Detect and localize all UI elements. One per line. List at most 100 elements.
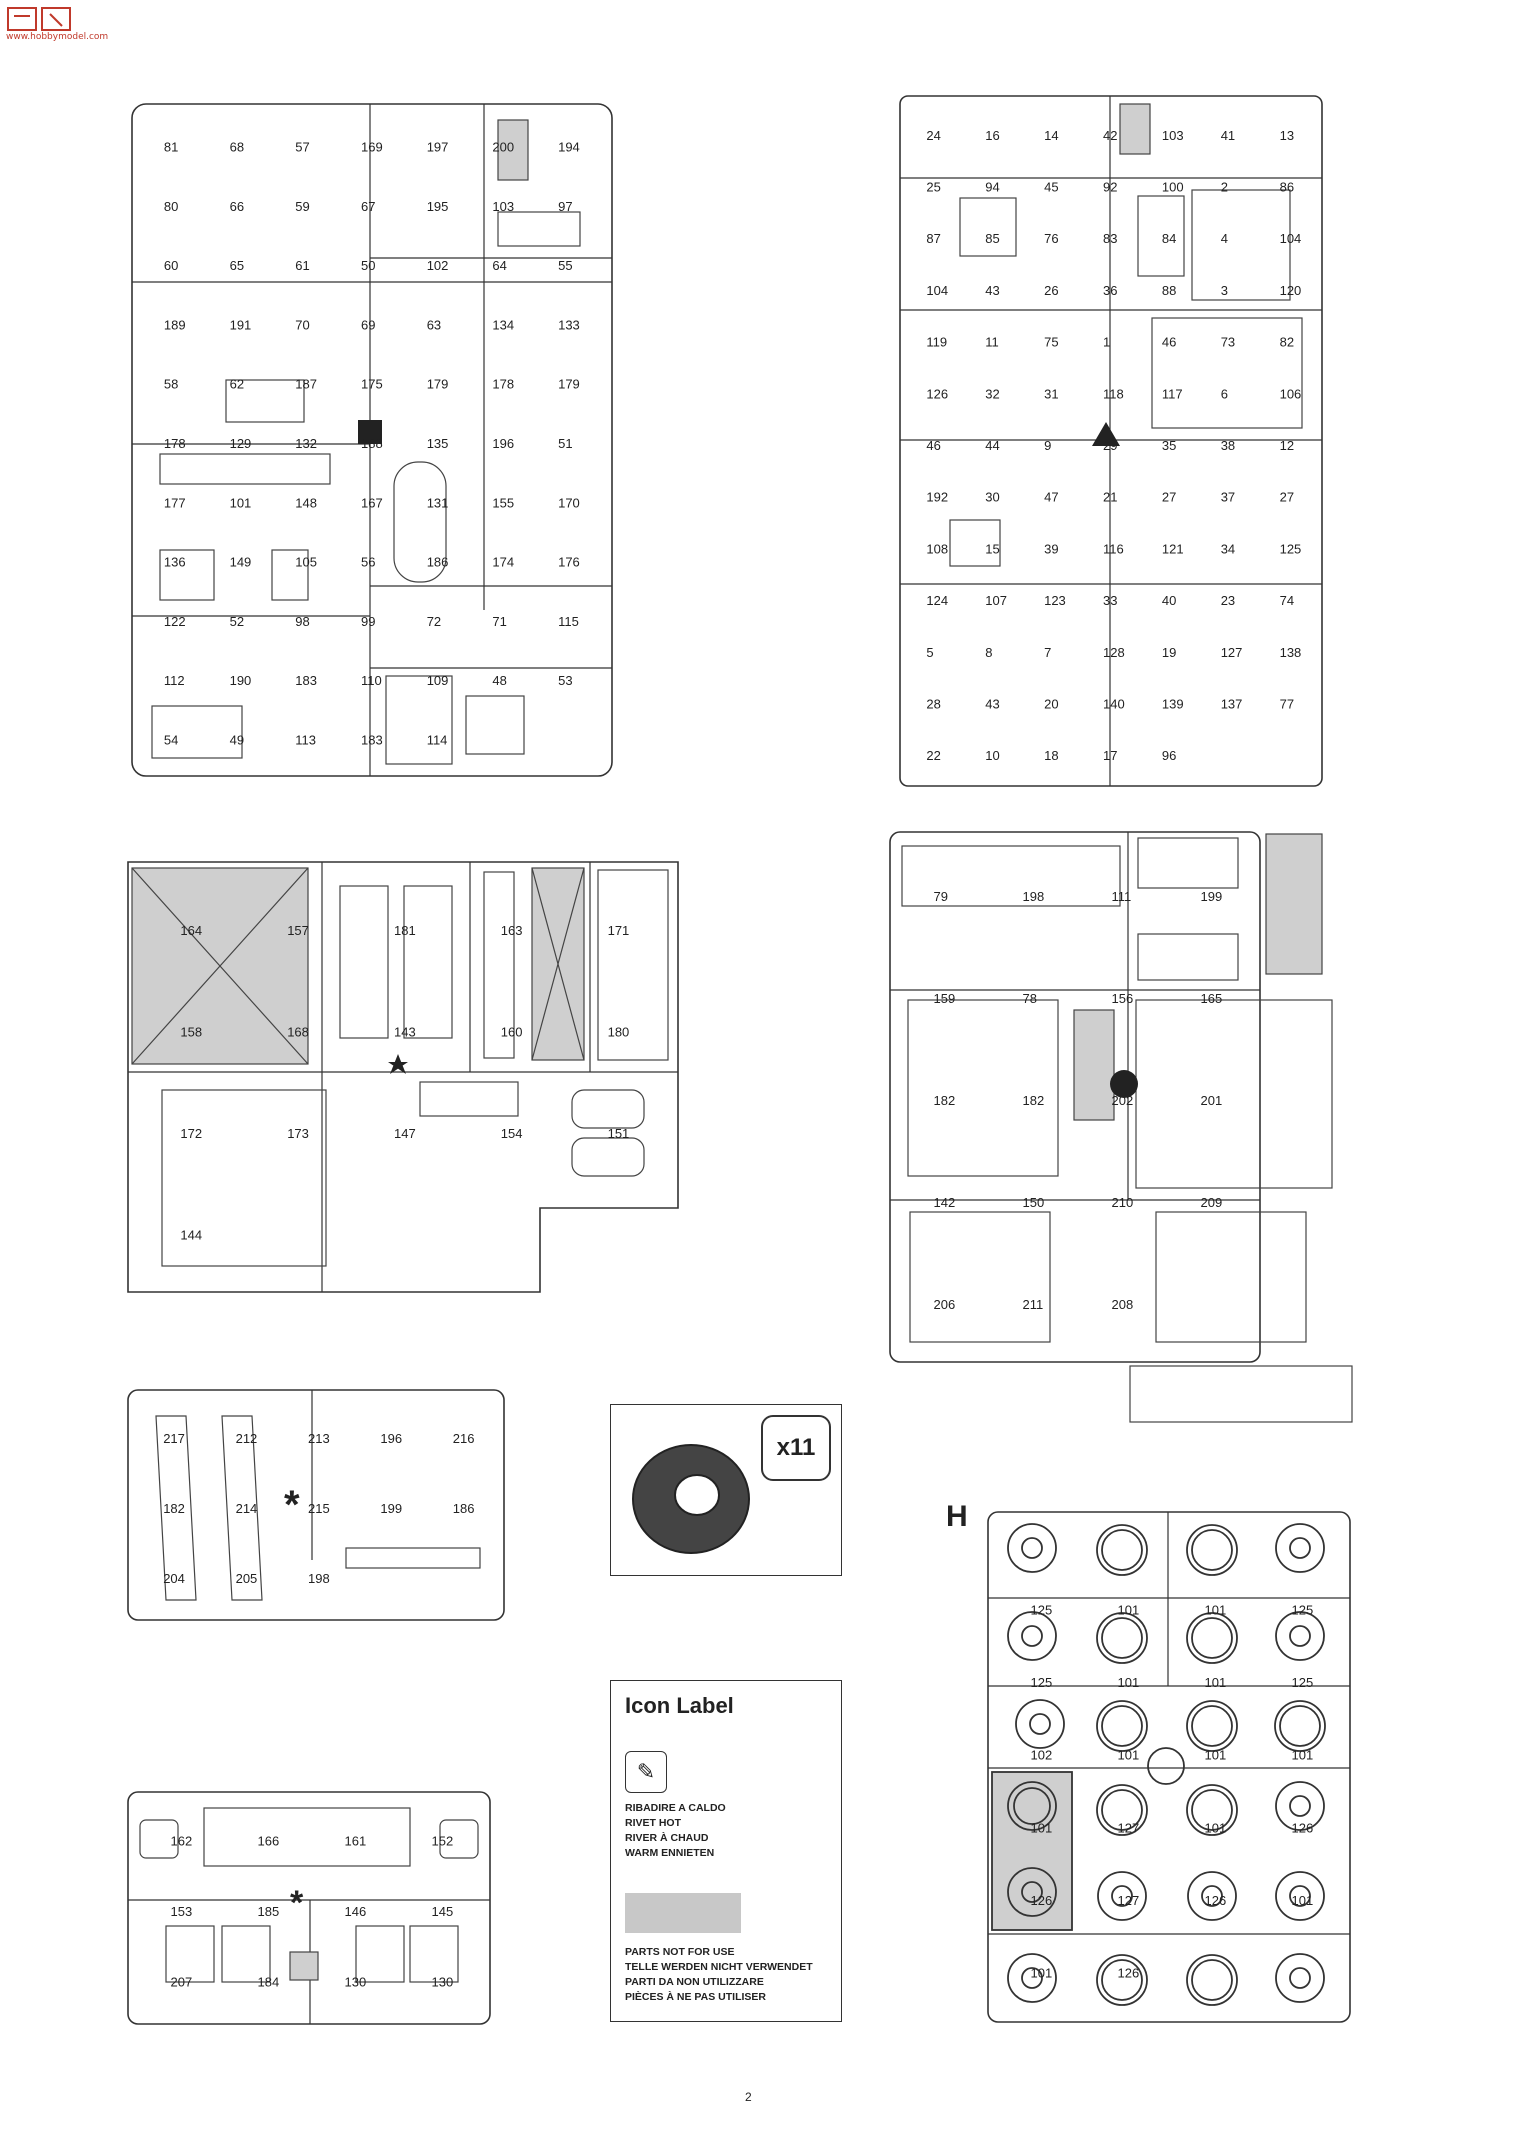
part-number: 10 xyxy=(985,748,999,763)
part-number: 196 xyxy=(492,436,514,451)
part-number: 49 xyxy=(230,732,244,747)
part-number: 214 xyxy=(236,1501,258,1516)
part-number: 123 xyxy=(1044,593,1066,608)
part-number: 128 xyxy=(1103,645,1125,660)
tire-box: x11 xyxy=(610,1404,842,1576)
part-number: 14 xyxy=(1044,128,1058,143)
part-number: 191 xyxy=(230,318,252,333)
part-number: 44 xyxy=(985,438,999,453)
part-number: 98 xyxy=(295,614,309,629)
part-number: 69 xyxy=(361,318,375,333)
part-number: 156 xyxy=(1112,991,1134,1006)
part-number: 124 xyxy=(926,593,948,608)
part-number: 15 xyxy=(985,541,999,556)
part-number: 101 xyxy=(1118,1602,1140,1617)
part-number: 133 xyxy=(558,318,580,333)
part-number: 201 xyxy=(1201,1093,1223,1108)
part-number: 110 xyxy=(361,673,382,688)
part-number: 104 xyxy=(926,283,948,298)
part-number: 101 xyxy=(1205,1748,1227,1763)
part-number: 28 xyxy=(926,697,940,712)
part-number: 207 xyxy=(171,1975,193,1990)
legend-rivet-text: RIBADIRE A CALDO RIVET HOT RIVER À CHAUD… xyxy=(625,1802,726,1859)
asterisk-marker-e: * xyxy=(284,1483,300,1527)
part-number: 53 xyxy=(558,673,572,688)
legend-title: Icon Label xyxy=(625,1693,734,1718)
part-number: 57 xyxy=(295,140,309,155)
part-number: 120 xyxy=(1280,283,1302,298)
sprue-c-frame xyxy=(127,861,679,1293)
part-number: 37 xyxy=(1221,490,1235,505)
part-number: 206 xyxy=(934,1297,956,1312)
part-number: 31 xyxy=(1044,386,1058,401)
part-number: 116 xyxy=(1103,541,1124,556)
legend-parts-text: PARTS NOT FOR USE TELLE WERDEN NICHT VER… xyxy=(625,1946,813,2003)
part-number: 71 xyxy=(492,614,506,629)
part-number: 9 xyxy=(1044,438,1051,453)
part-number: 50 xyxy=(361,258,375,273)
part-number: 43 xyxy=(985,283,999,298)
part-number: 75 xyxy=(1044,335,1058,350)
part-number: 192 xyxy=(926,490,948,505)
part-number: 33 xyxy=(1103,593,1117,608)
part-number: 167 xyxy=(361,495,383,510)
part-number: 83 xyxy=(1103,231,1117,246)
part-number: 178 xyxy=(164,436,186,451)
part-number: 179 xyxy=(558,377,580,392)
part-number: 80 xyxy=(164,199,178,214)
part-number: 101 xyxy=(1118,1748,1140,1763)
part-number: 177 xyxy=(164,495,186,510)
part-number: 112 xyxy=(164,673,185,688)
part-number: 125 xyxy=(1280,541,1302,556)
part-number: 40 xyxy=(1162,593,1176,608)
part-number: 24 xyxy=(926,128,940,143)
part-number: 51 xyxy=(558,436,572,451)
part-number: 145 xyxy=(432,1904,454,1919)
part-number: 20 xyxy=(1044,697,1058,712)
part-number: 122 xyxy=(164,614,186,629)
sprue-d-frame xyxy=(889,831,1261,1363)
part-number: 115 xyxy=(558,614,579,629)
part-number: 118 xyxy=(1103,386,1124,401)
part-number: 6 xyxy=(1221,386,1228,401)
part-number: 197 xyxy=(427,140,449,155)
part-number: 196 xyxy=(380,1431,402,1446)
part-number: 134 xyxy=(492,318,514,333)
part-number: 212 xyxy=(236,1431,258,1446)
part-number: 217 xyxy=(163,1431,185,1446)
rivet-hot-icon: ✎ xyxy=(625,1751,667,1793)
part-number: 186 xyxy=(453,1501,475,1516)
part-number: 127 xyxy=(1221,645,1243,660)
part-number: 114 xyxy=(427,732,448,747)
part-number: 35 xyxy=(1162,438,1176,453)
sprue-f-frame xyxy=(127,1791,491,2025)
part-number: 101 xyxy=(1118,1675,1140,1690)
part-number: 79 xyxy=(934,889,948,904)
part-number: 187 xyxy=(295,377,317,392)
part-number: 130 xyxy=(345,1975,367,1990)
parts-not-used-swatch xyxy=(625,1893,741,1933)
part-number: 215 xyxy=(308,1501,330,1516)
part-number: 155 xyxy=(492,495,514,510)
part-number: 194 xyxy=(558,140,580,155)
part-number: 125 xyxy=(1031,1602,1053,1617)
part-number: 126 xyxy=(1118,1966,1140,1981)
part-number: 184 xyxy=(258,1975,280,1990)
page-number: 2 xyxy=(745,2090,752,2104)
star-marker xyxy=(388,1054,408,1074)
part-number: 165 xyxy=(1201,991,1223,1006)
part-number: 18 xyxy=(1044,748,1058,763)
part-number: 126 xyxy=(1031,1893,1053,1908)
part-number: 210 xyxy=(1112,1195,1134,1210)
part-number: 27 xyxy=(1162,490,1176,505)
part-number: 36 xyxy=(1103,283,1117,298)
part-number: 32 xyxy=(985,386,999,401)
part-number: 1 xyxy=(1103,335,1110,350)
part-number: 135 xyxy=(427,436,449,451)
part-number: 132 xyxy=(295,436,317,451)
